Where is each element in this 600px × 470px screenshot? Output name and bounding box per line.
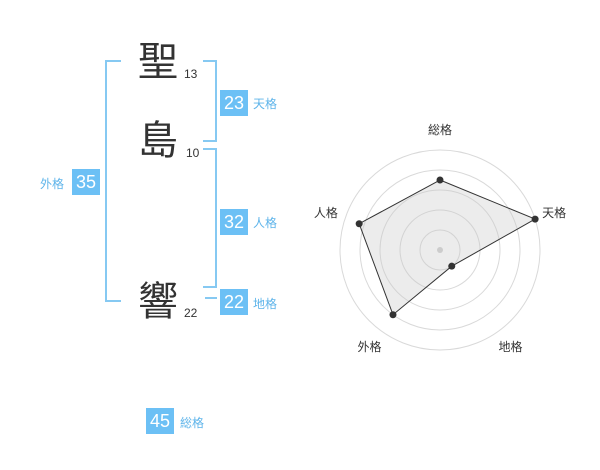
- jinkaku-label: 人格: [253, 216, 278, 230]
- tenkaku-value: 23: [220, 90, 248, 116]
- gaikaku-value: 35: [72, 169, 100, 195]
- stroke-count-1: 13: [184, 67, 198, 81]
- jinkaku-bracket: [203, 148, 217, 288]
- radar-grid-ring: [379, 189, 501, 311]
- stroke-count-3: 22: [184, 306, 198, 320]
- radar-point-4: [389, 311, 397, 319]
- soukaku-value: 45: [146, 408, 174, 434]
- stroke-count-2: 10: [186, 146, 200, 160]
- radar-point-5: [355, 220, 363, 228]
- radar-grid-ring: [359, 169, 521, 331]
- gaikaku-bracket: [105, 60, 121, 302]
- name-char-1: 聖: [138, 39, 178, 85]
- tenkaku-label: 天格: [253, 97, 278, 111]
- radar-grid-ring: [419, 229, 461, 271]
- chikaku-value: 22: [220, 289, 248, 315]
- radar-grid-ring: [339, 149, 541, 351]
- radar-point-1: [436, 176, 444, 184]
- name-char-2: 島: [138, 118, 178, 164]
- radar-point-3: [448, 262, 456, 270]
- jinkaku-value: 32: [220, 209, 248, 235]
- radar-axis-label-2: 天格: [542, 205, 566, 220]
- radar-axis-label-4: 外格: [357, 339, 381, 354]
- tenkaku-bracket: [203, 60, 217, 142]
- chikaku-label: 地格: [253, 297, 278, 311]
- radar-axis-label-1: 総格: [428, 122, 452, 137]
- radar-center: [437, 247, 443, 253]
- chikaku-connector: [205, 297, 217, 299]
- radar-series-area: [358, 179, 537, 316]
- radar-axis-label-3: 地格: [499, 339, 523, 354]
- gaikaku-label: 外格: [40, 177, 65, 191]
- soukaku-label: 総格: [180, 416, 205, 430]
- radar-axis-label-5: 人格: [314, 205, 338, 220]
- name-char-3: 響: [138, 279, 178, 325]
- radar-point-2: [531, 215, 539, 223]
